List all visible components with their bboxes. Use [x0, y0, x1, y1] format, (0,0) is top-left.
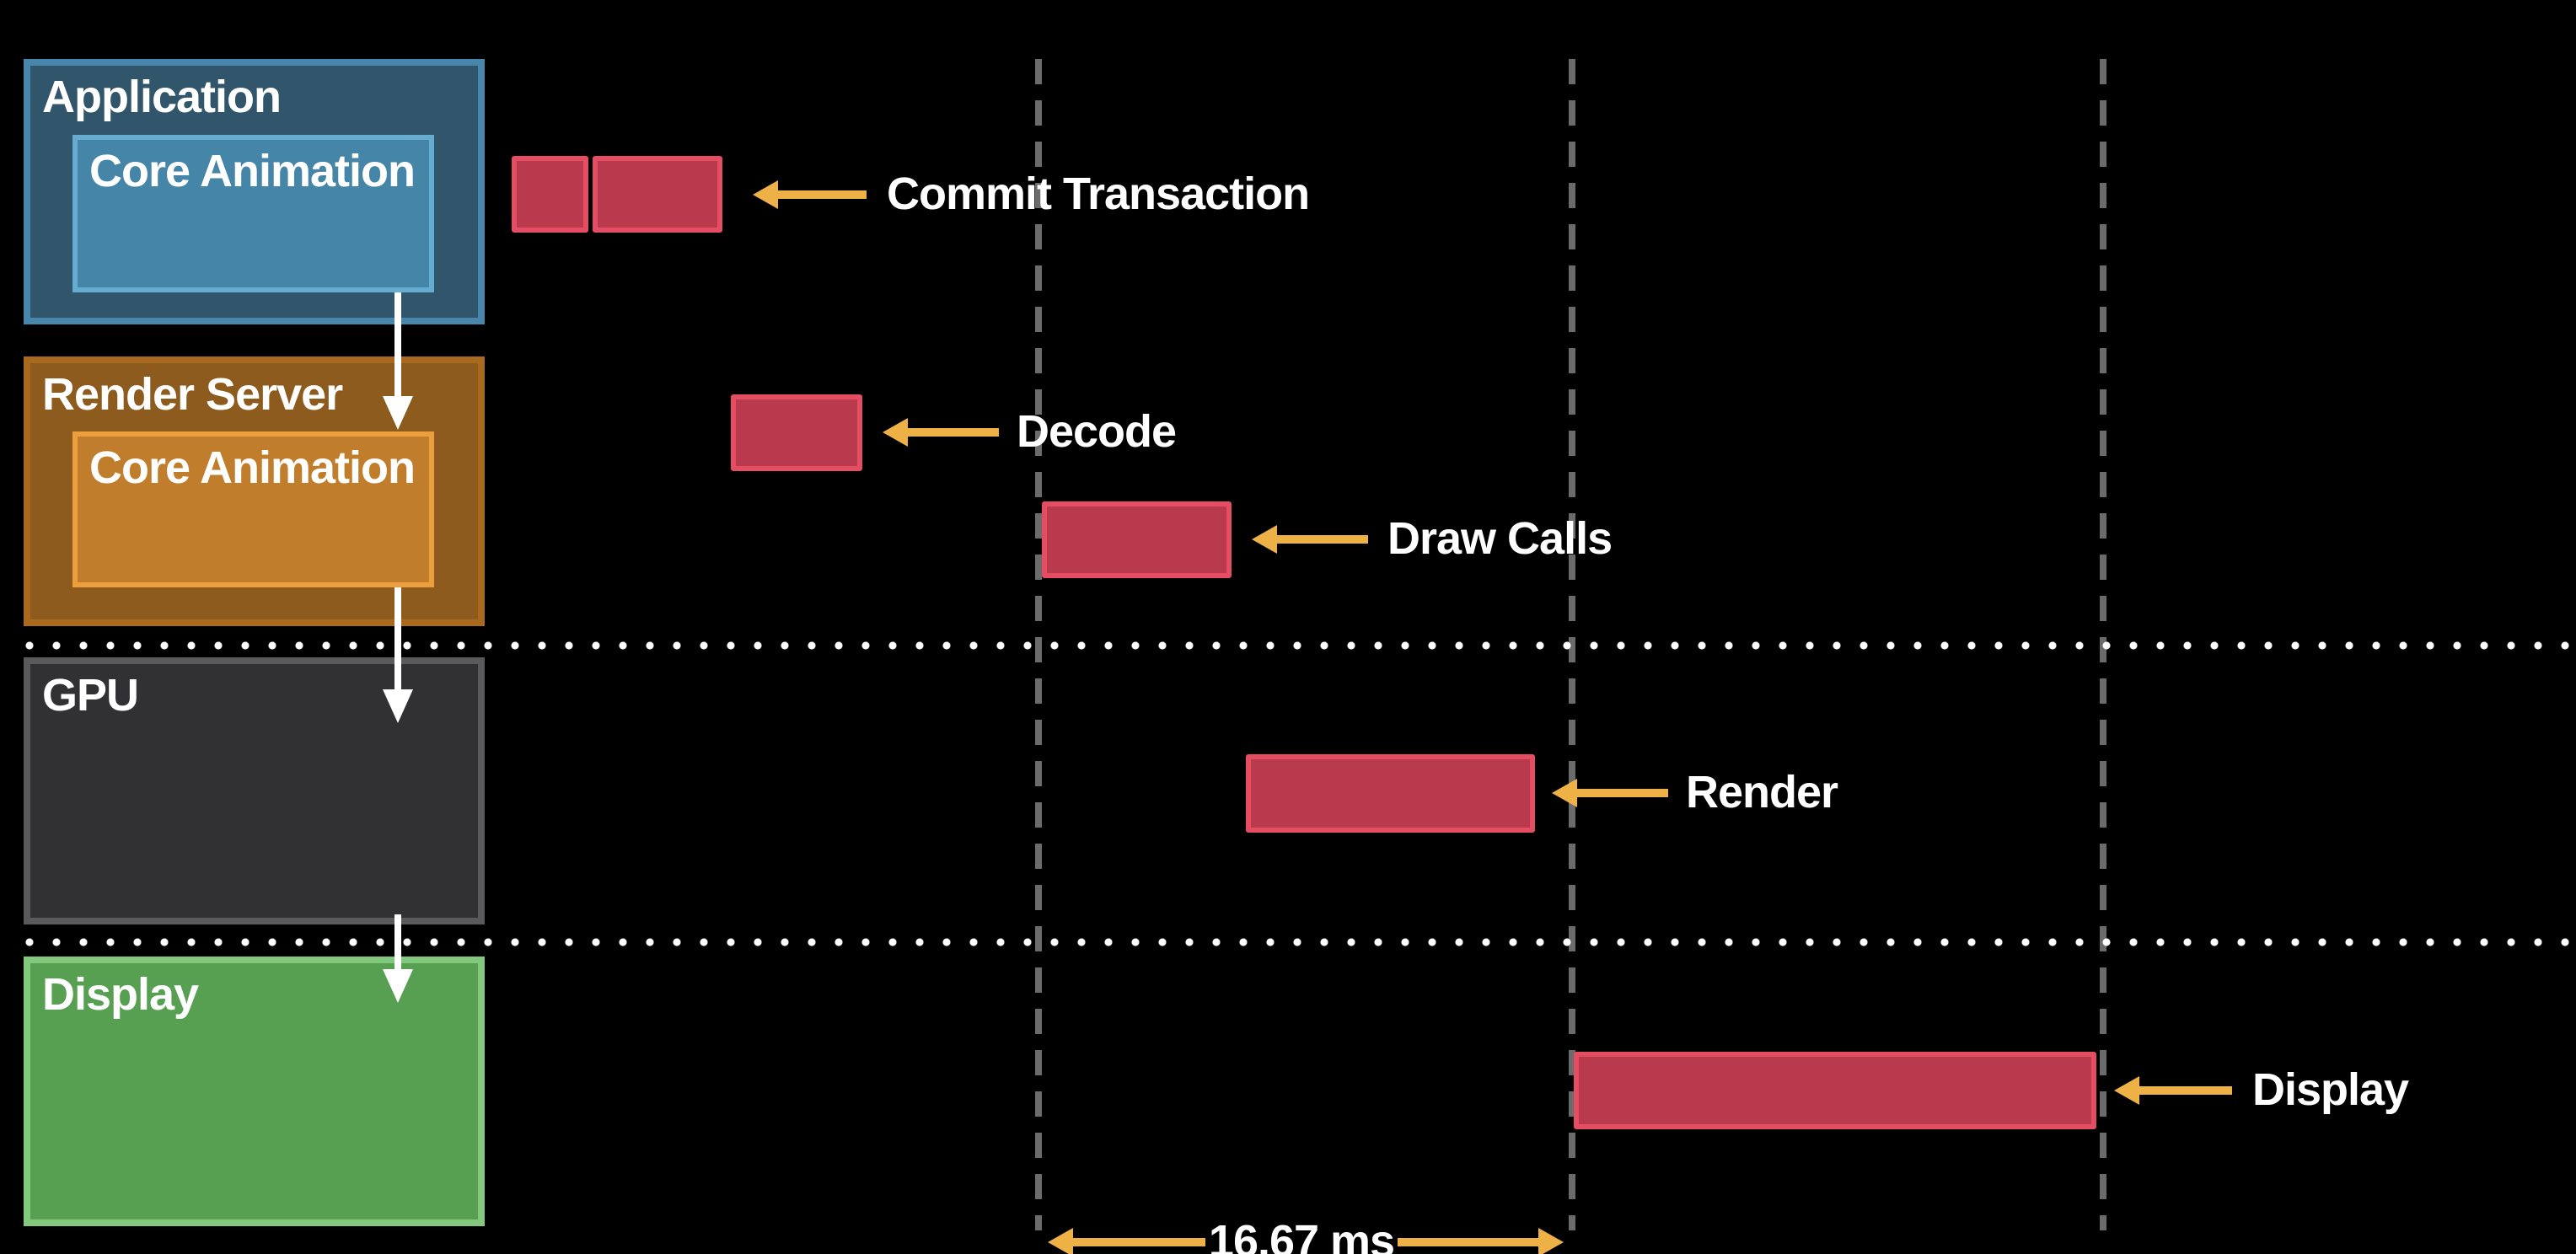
draw-calls-bar — [1042, 501, 1232, 578]
display-box: Display — [24, 957, 485, 1226]
display-box-title: Display — [42, 969, 199, 1020]
flow-arrow-gpu-to-display-shaft — [394, 914, 401, 969]
commit-transaction-arrow-shaft — [778, 190, 867, 199]
commit-transaction-bar-segment-2 — [593, 156, 722, 233]
render-server-box: Render Server Core Animation — [24, 356, 485, 626]
draw-calls-arrow-shaft — [1277, 535, 1368, 544]
render-arrow-shaft — [1577, 789, 1668, 797]
render-server-core-animation-title: Core Animation — [89, 442, 416, 493]
render-server-box-title: Render Server — [42, 369, 343, 420]
section-divider-dotted-line-1 — [25, 641, 2571, 650]
render-label: Render — [1686, 766, 1838, 817]
display-arrow-shaft — [2139, 1086, 2232, 1095]
gpu-box-title: GPU — [42, 670, 139, 721]
gpu-box: GPU — [24, 657, 485, 924]
down-arrow-icon — [383, 689, 413, 723]
left-arrow-icon — [1048, 1228, 1073, 1254]
commit-transaction-bar-segment-1 — [512, 156, 588, 233]
frame-duration-label: 16.67 ms — [1208, 1215, 1395, 1254]
decode-label: Decode — [1017, 405, 1177, 457]
section-divider-dotted-line-2 — [25, 938, 2571, 946]
application-core-animation-title: Core Animation — [89, 146, 416, 196]
display-annotation-label: Display — [2252, 1064, 2409, 1115]
left-arrow-icon — [753, 180, 778, 209]
commit-transaction-label: Commit Transaction — [887, 168, 1310, 219]
decode-arrow-shaft — [908, 428, 999, 437]
draw-calls-label: Draw Calls — [1387, 512, 1613, 564]
flow-arrow-render-server-to-gpu-shaft — [394, 587, 401, 689]
flow-arrow-application-to-render-server-shaft — [394, 292, 401, 396]
application-box-title: Application — [42, 72, 282, 122]
left-arrow-icon — [883, 418, 908, 447]
measurement-right-shaft — [1398, 1238, 1538, 1246]
left-arrow-icon — [1252, 525, 1277, 554]
application-core-animation-box: Core Animation — [72, 135, 434, 292]
right-arrow-icon — [1538, 1228, 1564, 1254]
left-arrow-icon — [1552, 779, 1577, 807]
down-arrow-icon — [383, 396, 413, 430]
display-bar — [1574, 1052, 2096, 1129]
left-arrow-icon — [2114, 1076, 2139, 1105]
measurement-left-shaft — [1073, 1238, 1205, 1246]
application-box: Application Core Animation — [24, 59, 485, 324]
render-bar — [1246, 754, 1535, 833]
down-arrow-icon — [383, 969, 413, 1003]
render-server-core-animation-box: Core Animation — [72, 431, 434, 587]
decode-bar — [731, 394, 862, 471]
